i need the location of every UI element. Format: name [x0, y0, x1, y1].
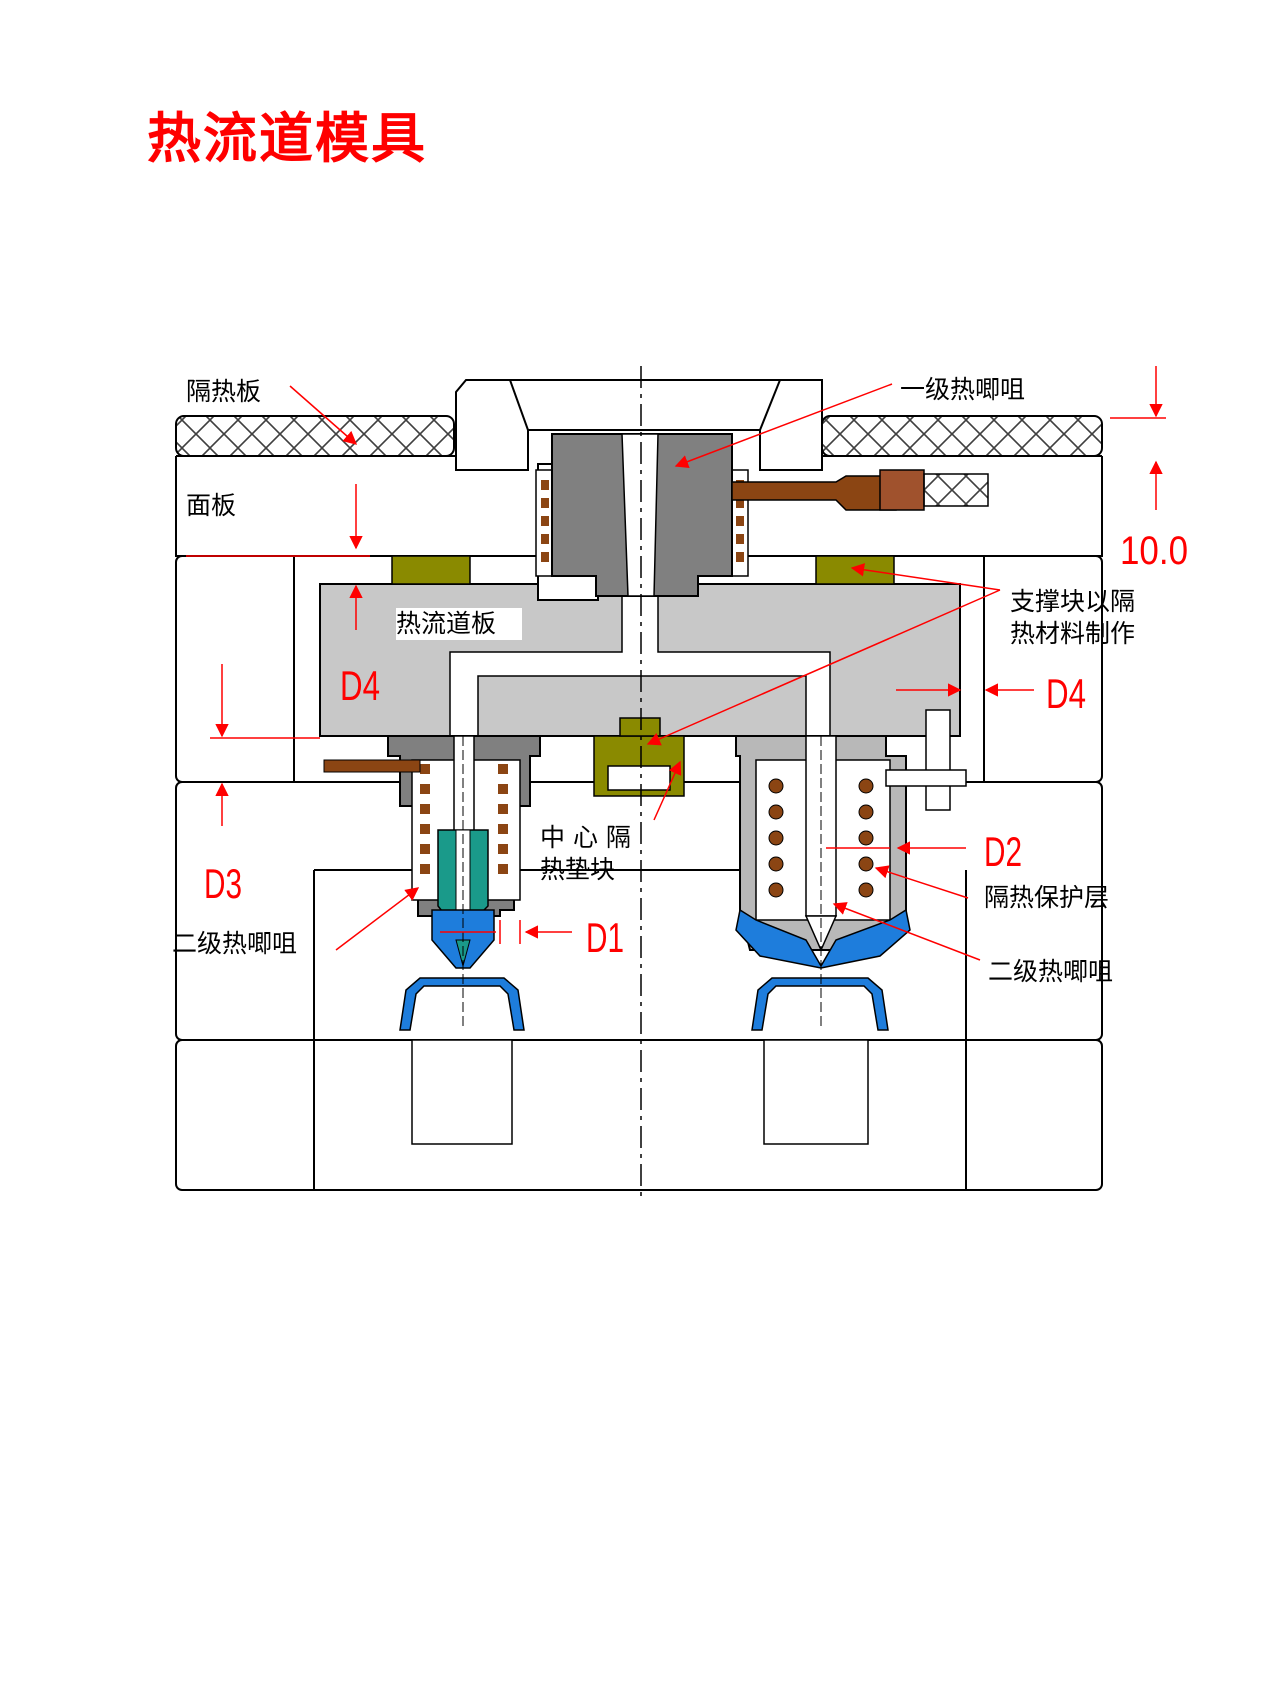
primary-nozzle	[535, 433, 749, 601]
cavity-left	[399, 977, 525, 1145]
dim-d3: D3	[204, 860, 242, 907]
locating-ring	[455, 379, 823, 471]
dim-d1: D1	[586, 914, 624, 961]
label-secondary-nozzle-right: 二级热唧咀	[988, 957, 1113, 986]
label-insulation-layer: 隔热保护层	[984, 883, 1109, 912]
secondary-nozzle-left	[323, 735, 541, 969]
heater-cable	[731, 469, 989, 511]
page-title: 热流道模具	[147, 107, 427, 170]
label-insulation-plate: 隔热板	[186, 377, 261, 406]
dim-d4-right: D4	[1046, 670, 1086, 717]
insulation-plate	[175, 415, 1103, 457]
dim-d4-left: D4	[340, 662, 380, 709]
dim-d2: D2	[984, 828, 1022, 875]
hot-runner-manifold	[319, 583, 961, 737]
cavity-right	[751, 977, 889, 1145]
label-center-pad-1: 中 心 隔	[540, 823, 631, 852]
label-face-plate: 面板	[186, 491, 236, 520]
label-secondary-nozzle-left: 二级热唧咀	[172, 929, 297, 958]
label-primary-nozzle: 一级热唧咀	[900, 375, 1025, 404]
label-support-block-2: 热材料制作	[1010, 619, 1135, 648]
annotation-lines	[186, 366, 1166, 961]
label-center-pad-2: 热垫块	[540, 855, 615, 884]
secondary-nozzle-right	[735, 709, 967, 969]
dim-ten: 10.0	[1120, 529, 1188, 573]
label-hot-runner-plate: 热流道板	[396, 609, 496, 638]
label-support-block-1: 支撑块以隔	[1010, 587, 1135, 616]
